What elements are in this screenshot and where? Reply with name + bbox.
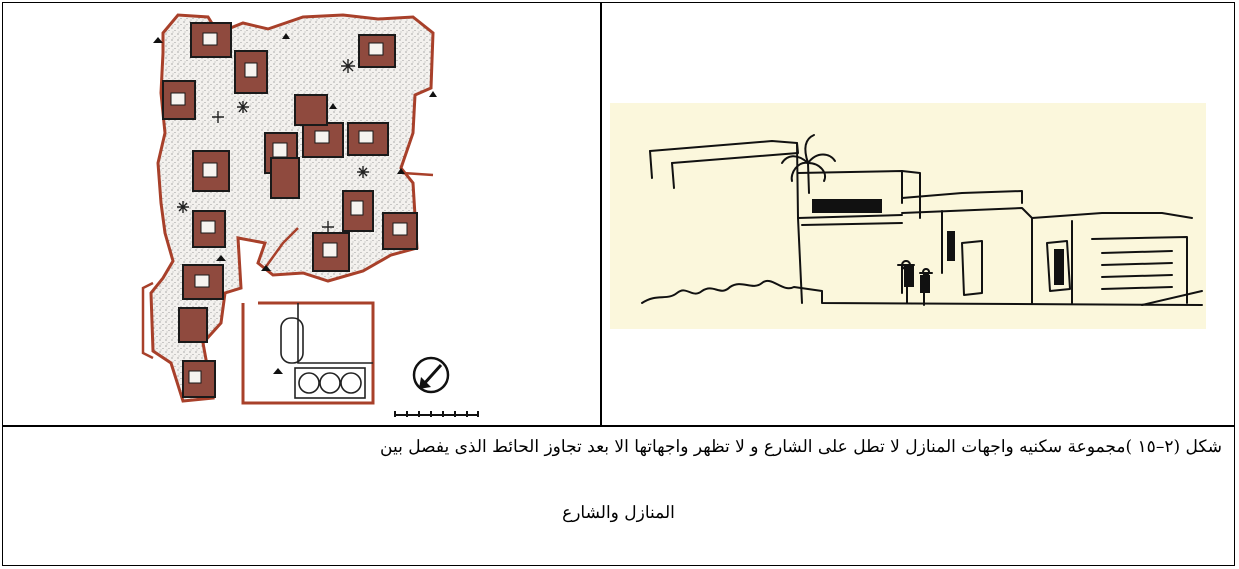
- figure-caption: شكل (٢–١٥ )مجموعة سكنيه واجهات المنازل ل…: [3, 427, 1234, 565]
- house-courts: [170, 32, 408, 384]
- caption-line-2: المنازل والشارع: [562, 503, 675, 523]
- entry-markers: [153, 33, 437, 374]
- north-arrow-icon: [412, 356, 450, 394]
- scale-bar: [394, 411, 479, 417]
- house-blocks: [162, 22, 418, 398]
- caption-divider: [3, 425, 1234, 427]
- site-plan-cell: [3, 3, 600, 425]
- column-divider: [600, 3, 602, 425]
- caption-line-1: شكل (٢–١٥ )مجموعة سكنيه واجهات المنازل ل…: [380, 437, 1222, 457]
- boundary-walls: [141, 171, 434, 360]
- street-sketch-cell: [602, 3, 1234, 425]
- cluster-ground: [149, 13, 435, 403]
- trees: [177, 59, 369, 233]
- site-plan-drawing: [141, 13, 479, 417]
- street-elevation-sketch: [610, 103, 1206, 329]
- lower-enclosure: [241, 301, 375, 405]
